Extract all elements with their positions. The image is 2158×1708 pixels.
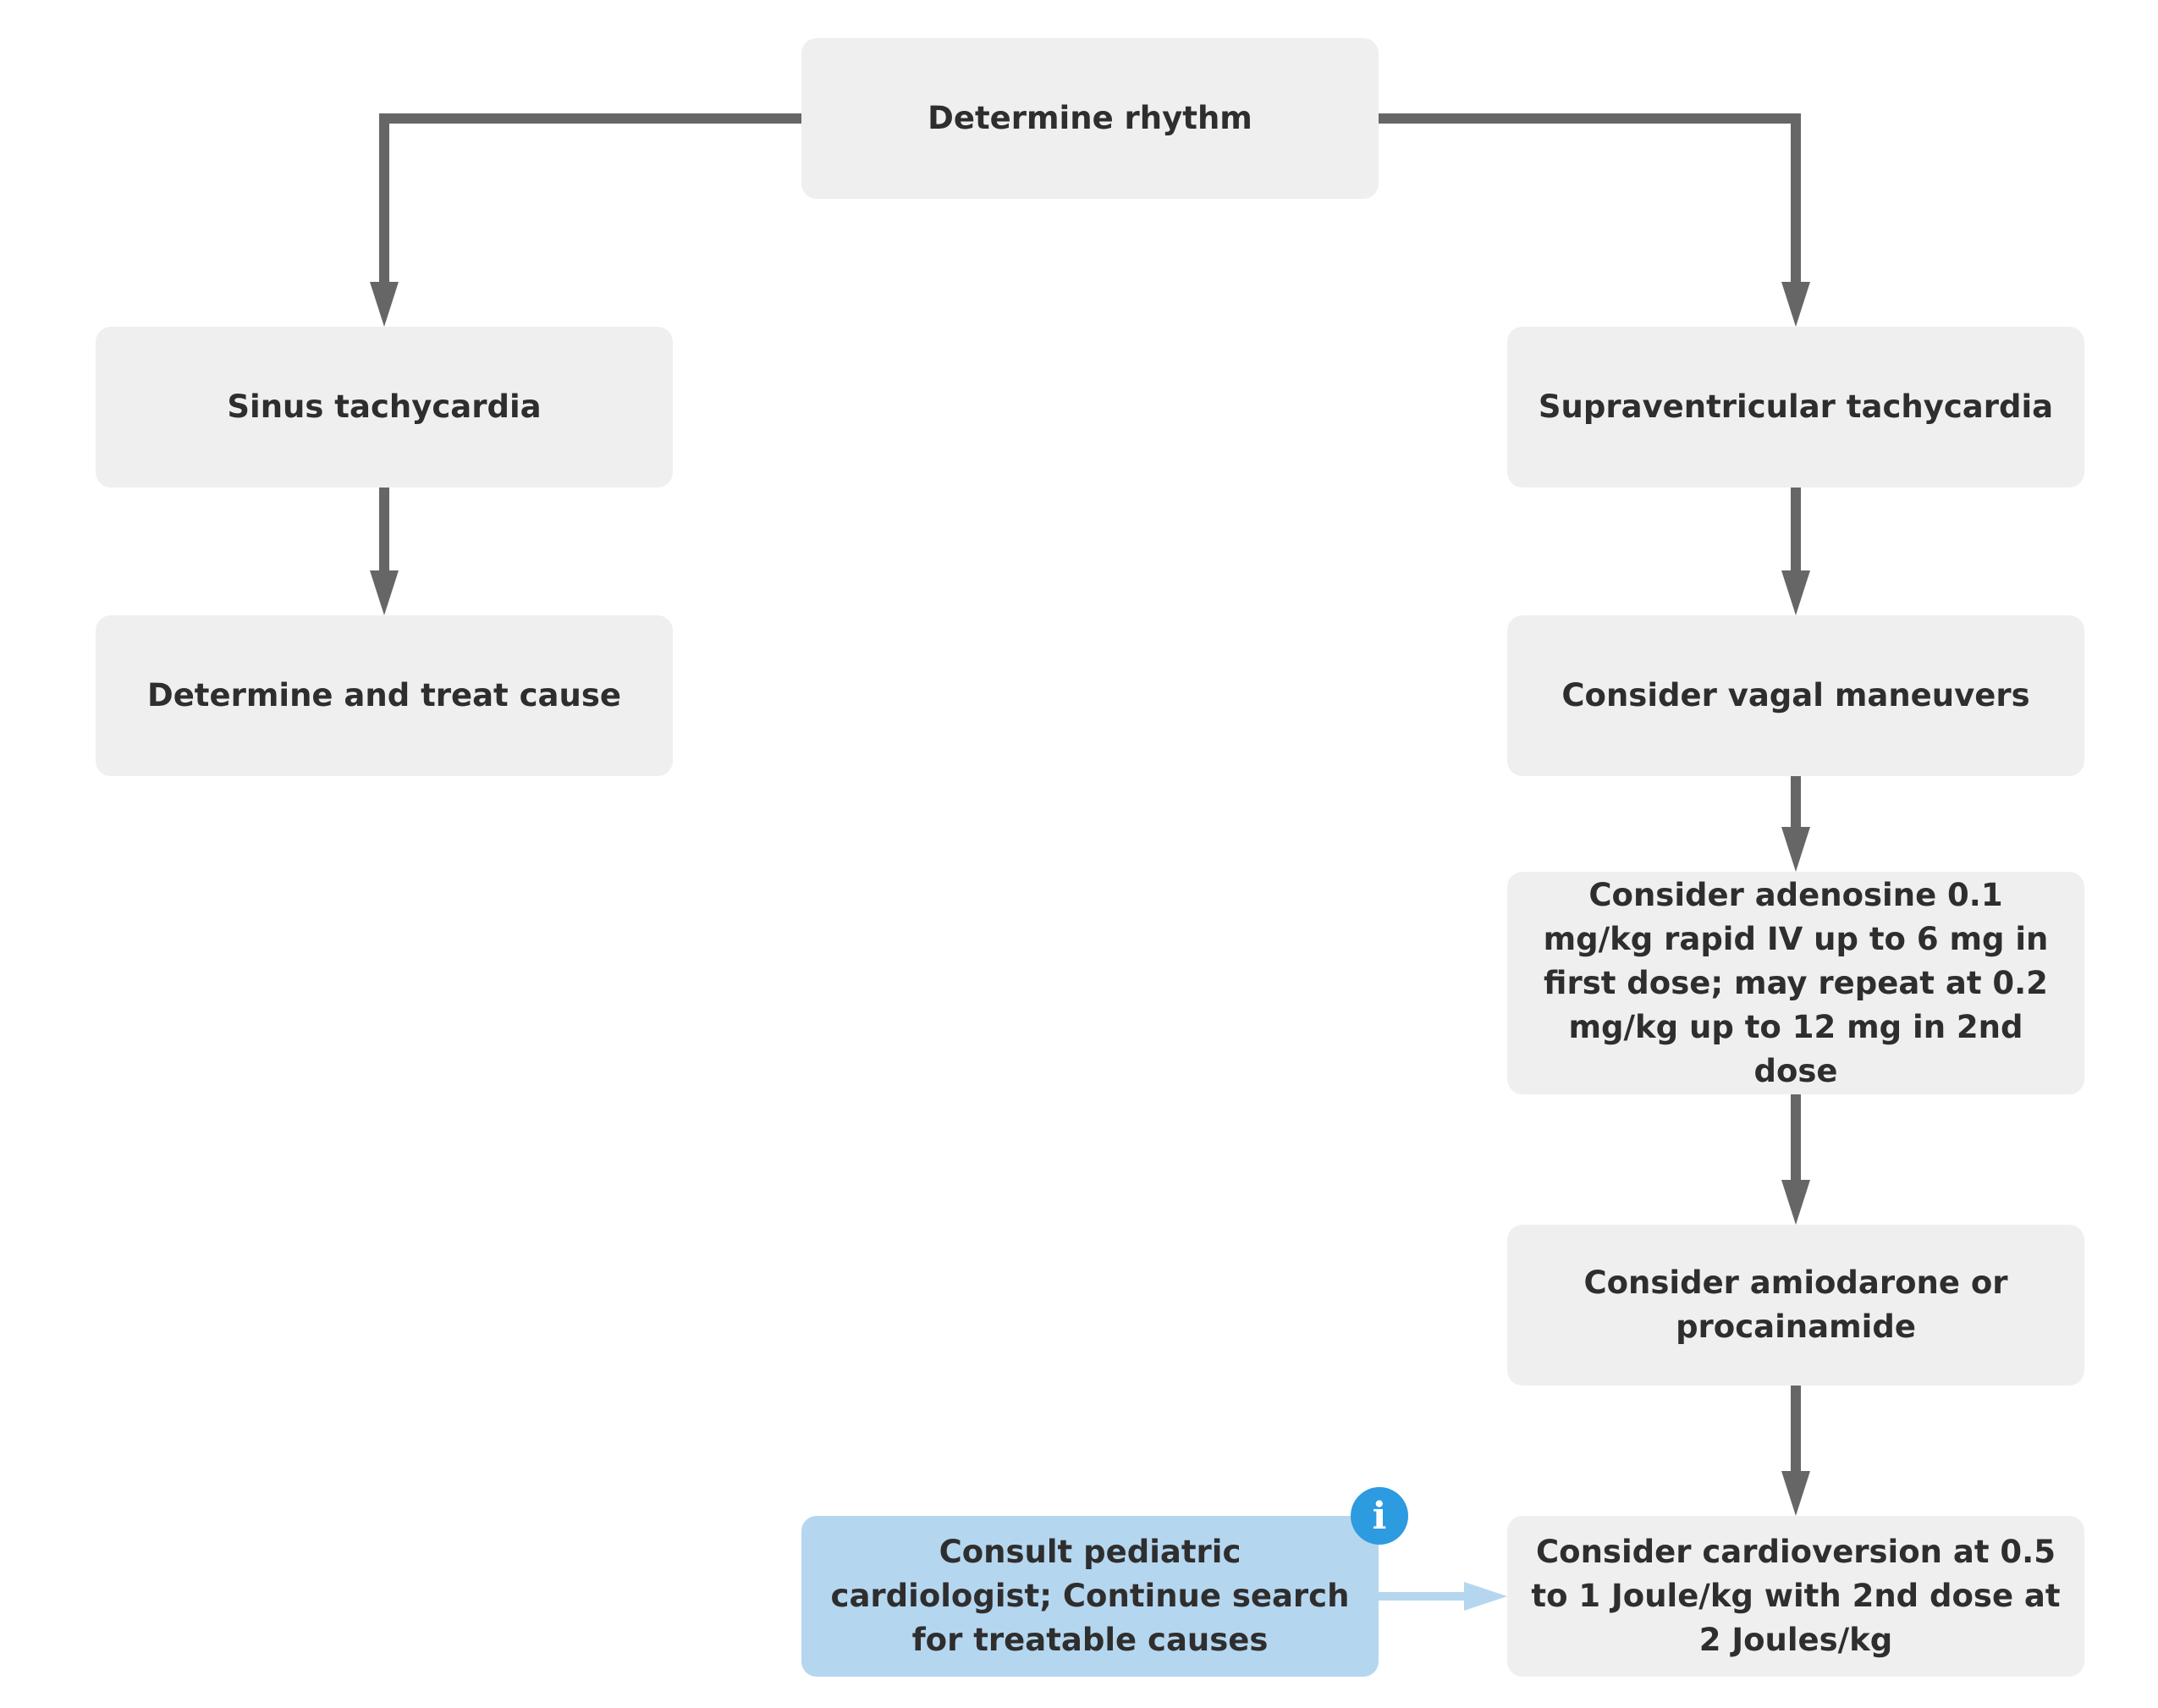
node-label: Consider amiodarone or procainamide <box>1583 1264 2008 1345</box>
node-label: Supraventricular tachycardia <box>1538 388 2054 425</box>
arrowhead-adenosine <box>1781 827 1810 872</box>
node-determine-and-treat-cause: Determine and treat cause <box>96 615 673 776</box>
node-label: Consider vagal maneuvers <box>1561 677 2030 714</box>
node-adenosine: Consider adenosine 0.1 mg/kg rapid IV up… <box>1507 872 2084 1094</box>
arrowhead-consult <box>1464 1582 1507 1611</box>
info-icon[interactable]: i <box>1351 1487 1408 1545</box>
arrowhead-svt <box>1781 282 1810 327</box>
connector-root-to-sinus <box>379 113 801 288</box>
arrowhead-cardioversion <box>1781 1471 1810 1516</box>
arrowhead-sinus <box>370 282 399 327</box>
node-label: Consider adenosine 0.1 mg/kg rapid IV up… <box>1543 876 2049 1089</box>
node-label: Consult pediatric cardiologist; Continue… <box>830 1534 1350 1658</box>
info-glyph: i <box>1372 1494 1387 1538</box>
node-amiodarone-procainamide: Consider amiodarone or procainamide <box>1507 1225 2084 1386</box>
node-consult-cardiologist[interactable]: Consult pediatric cardiologist; Continue… <box>801 1516 1379 1677</box>
node-sinus-tachycardia: Sinus tachycardia <box>96 327 673 488</box>
node-label: Sinus tachycardia <box>227 388 542 425</box>
arrowhead-amiodarone <box>1781 1180 1810 1225</box>
arrowhead-vagal <box>1781 570 1810 615</box>
node-cardioversion: Consider cardioversion at 0.5 to 1 Joule… <box>1507 1516 2084 1677</box>
node-label: Consider cardioversion at 0.5 to 1 Joule… <box>1531 1534 2061 1658</box>
node-vagal-maneuvers: Consider vagal maneuvers <box>1507 615 2084 776</box>
node-determine-rhythm: Determine rhythm <box>801 38 1379 199</box>
node-label: Determine rhythm <box>928 100 1252 136</box>
node-supraventricular-tachycardia: Supraventricular tachycardia <box>1507 327 2084 488</box>
node-label: Determine and treat cause <box>147 677 621 714</box>
arrowhead-cause <box>370 570 399 615</box>
connector-root-to-svt <box>1379 113 1801 288</box>
